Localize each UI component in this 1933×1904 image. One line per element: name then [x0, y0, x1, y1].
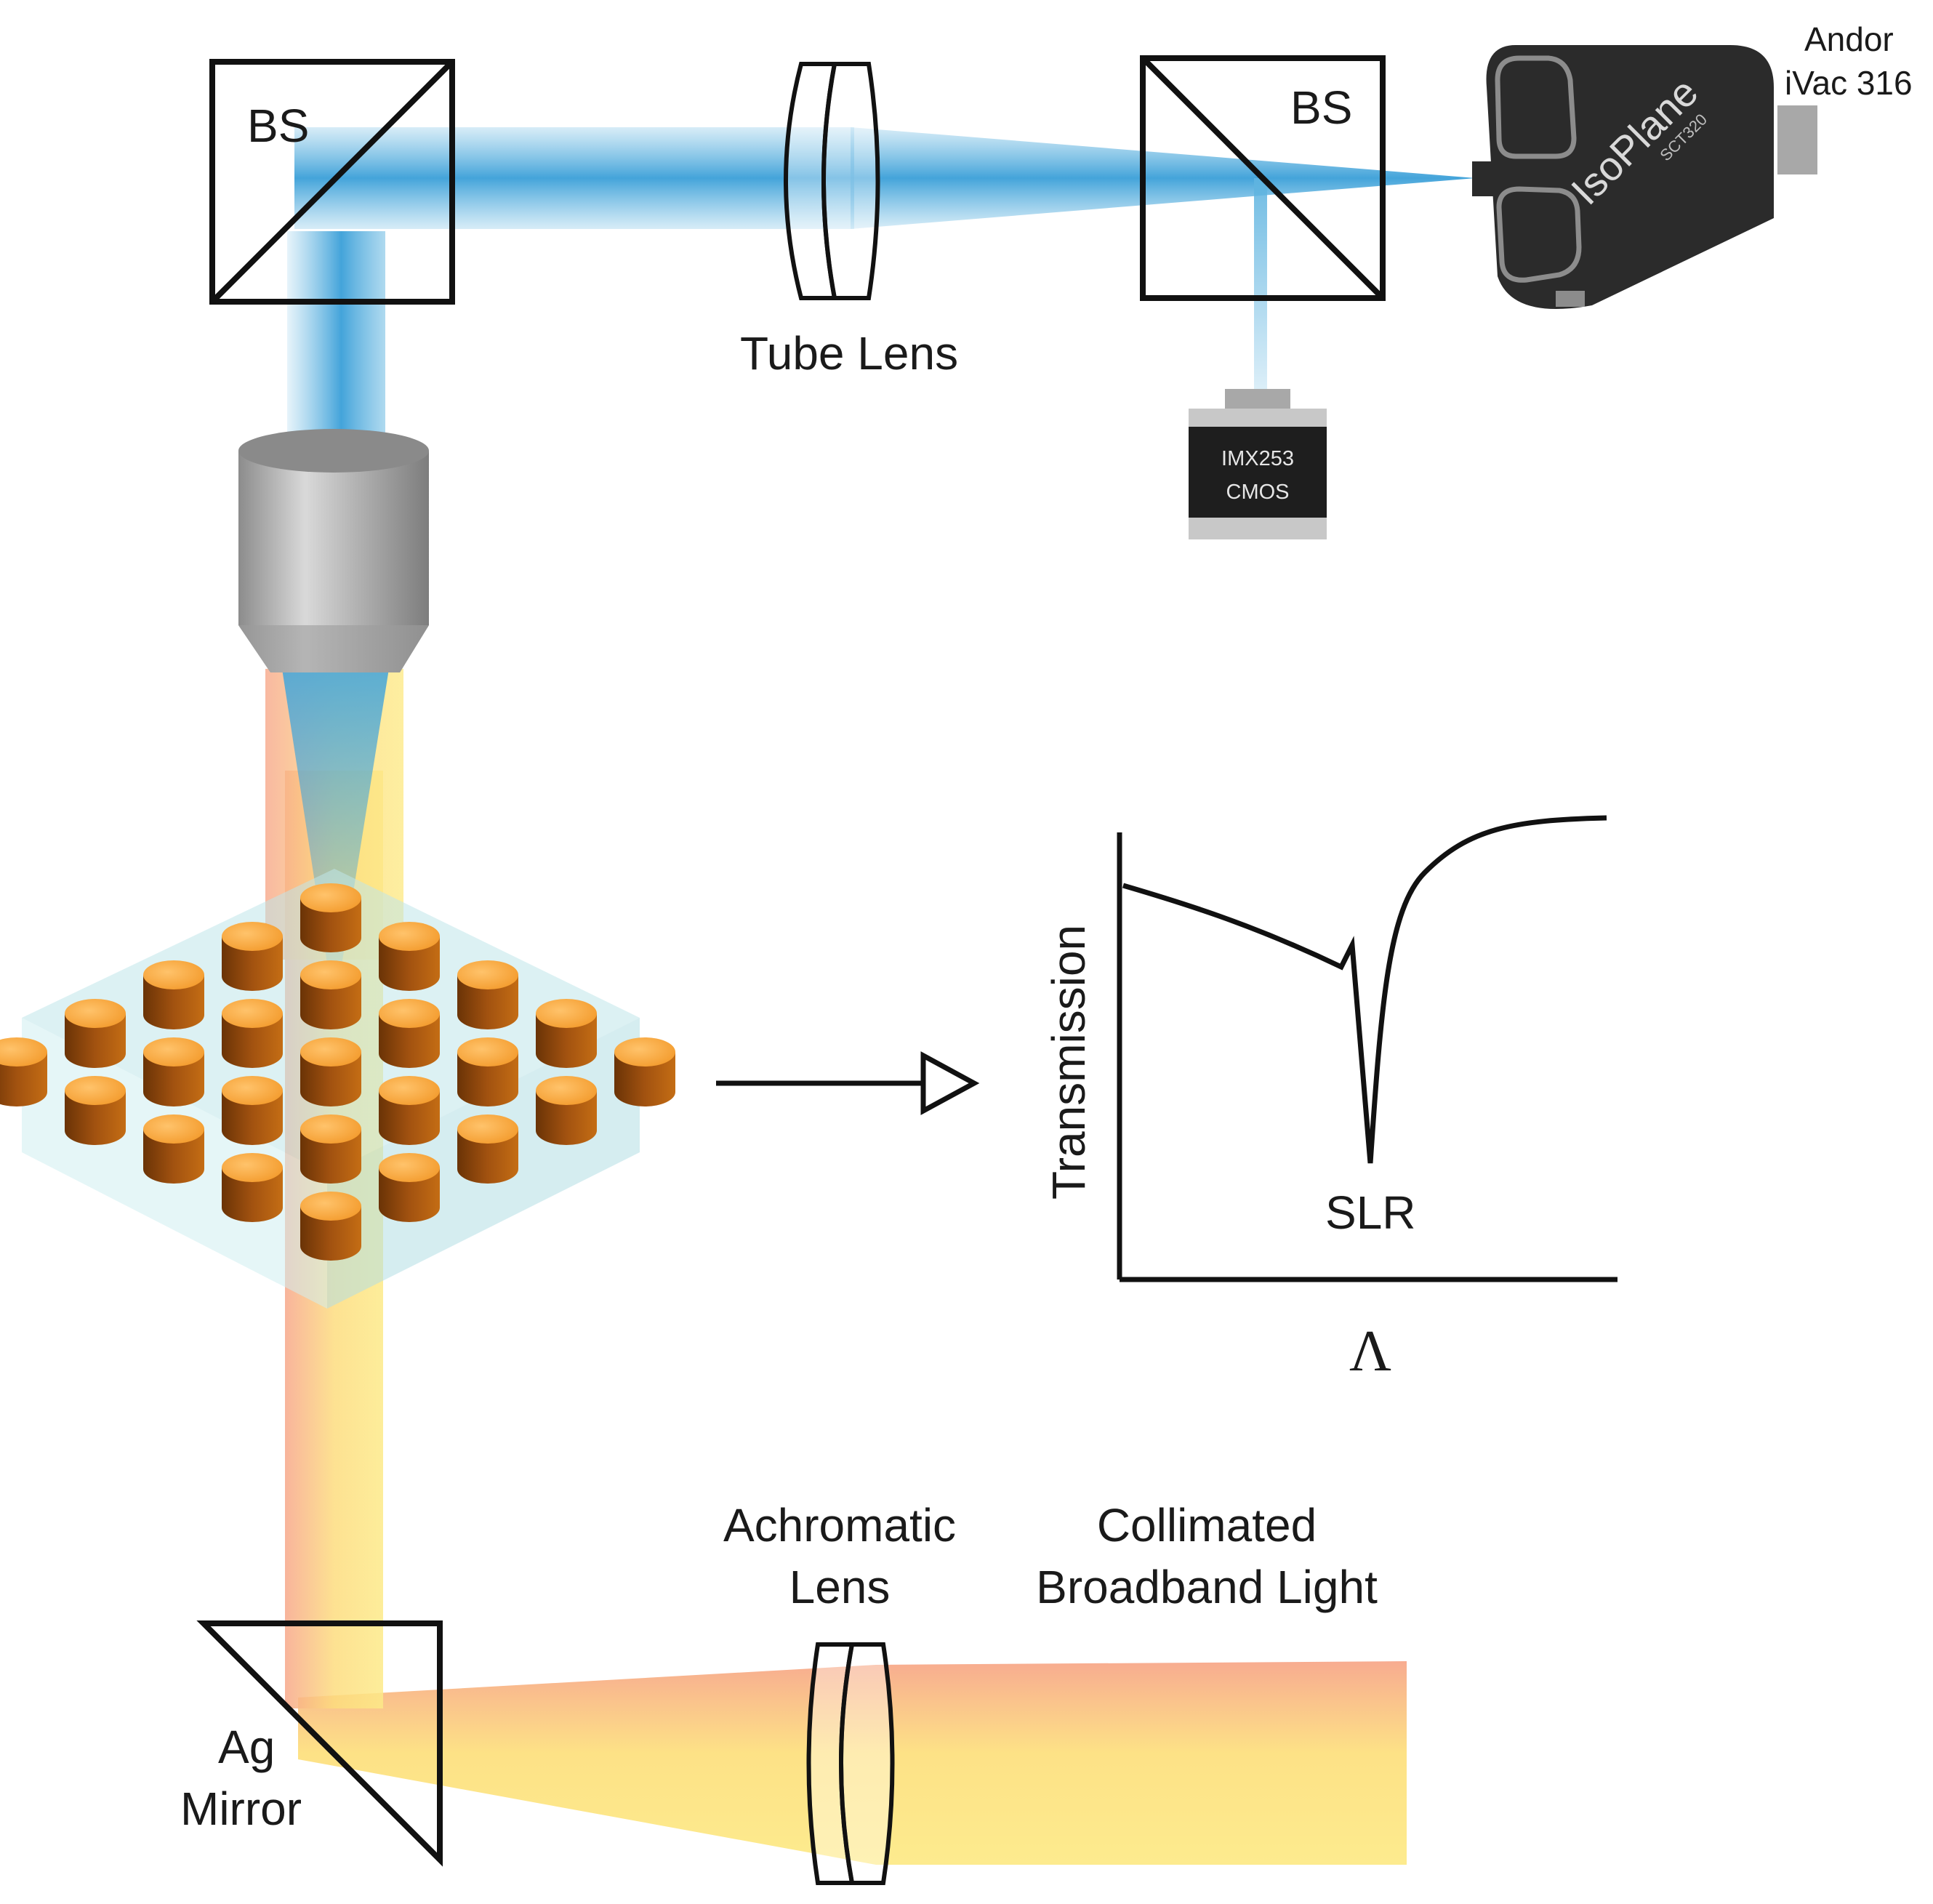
nanoparticle — [379, 922, 440, 991]
spectrometer-model-vendor-label: iVac 316 — [1785, 64, 1913, 102]
bs-right-label: BS — [1290, 81, 1352, 134]
nanoparticle — [536, 999, 597, 1068]
tube-lens: Tube Lens — [740, 62, 958, 379]
nanoparticle — [379, 1153, 440, 1222]
transmission-axis-label: Transmission — [1042, 925, 1095, 1200]
nanoparticle — [300, 1192, 361, 1261]
particle-grid — [0, 883, 675, 1261]
achromatic-lens-label-line2: Lens — [789, 1561, 891, 1613]
camera-type-label: CMOS — [1226, 481, 1290, 504]
bs-left-label: BS — [247, 100, 309, 152]
blue-beam-horizontal — [294, 127, 854, 229]
nanoparticle — [457, 1114, 518, 1184]
nanoparticle — [143, 1114, 204, 1184]
nanoparticle — [300, 960, 361, 1029]
blue-beam-to-spectrometer — [851, 127, 1476, 229]
spectrometer-vendor-label: Andor — [1804, 20, 1894, 58]
nanoparticle — [300, 883, 361, 952]
result-arrow — [716, 1051, 980, 1115]
nanoparticle — [457, 1037, 518, 1106]
transmission-spectrum: Transmission SLR Λ — [1042, 815, 1617, 1383]
nanoparticle — [379, 1076, 440, 1145]
beam-splitter-left: BS — [209, 59, 455, 305]
spectrometer: IsoPlane SCT320 Andor iVac 316 — [1472, 20, 1913, 309]
nanoparticle — [143, 960, 204, 1029]
nanoparticle — [222, 1076, 283, 1145]
mirror-label-line1: Ag — [218, 1721, 275, 1773]
blue-focus-cone — [282, 669, 389, 1011]
ag-mirror: Ag Mirror — [180, 1620, 443, 1867]
nanoparticle — [379, 999, 440, 1068]
beam-splitter-right: BS — [1140, 55, 1386, 301]
slr-label: SLR — [1325, 1186, 1416, 1239]
nanoparticle — [143, 1037, 204, 1106]
microscope-objective — [238, 429, 429, 672]
nanoparticle — [0, 1037, 47, 1106]
blue-beam-vertical — [287, 231, 385, 464]
broadband-beam-horizontal — [298, 1661, 1407, 1865]
wavelength-axis-label: Λ — [1349, 1319, 1391, 1383]
tube-lens-label: Tube Lens — [740, 327, 958, 379]
spectrum-curve — [1122, 815, 1607, 1164]
nanoparticle — [300, 1037, 361, 1106]
nanoparticle — [457, 960, 518, 1029]
nanoparticle — [222, 922, 283, 991]
mirror-label-line2: Mirror — [180, 1783, 302, 1835]
nanoparticle — [222, 1153, 283, 1222]
nanoparticle — [300, 1114, 361, 1184]
nanoparticle — [614, 1037, 675, 1106]
source-label-line1: Collimated — [1097, 1499, 1317, 1551]
nanoparticle-array-sample — [0, 869, 675, 1309]
nanoparticle — [65, 999, 126, 1068]
camera-model-label: IMX253 — [1221, 447, 1294, 470]
nanoparticle — [65, 1076, 126, 1145]
achromatic-lens: Achromatic Lens — [723, 1499, 956, 1885]
nanoparticle — [536, 1076, 597, 1145]
light-source: Collimated Broadband Light — [1036, 1499, 1378, 1613]
cmos-camera: IMX253 CMOS — [1189, 389, 1327, 539]
source-label-line2: Broadband Light — [1036, 1561, 1378, 1613]
spectrometer-port — [1777, 105, 1817, 174]
nanoparticle — [222, 999, 283, 1068]
achromatic-lens-label-line1: Achromatic — [723, 1499, 956, 1551]
blue-beam-to-camera — [1254, 178, 1267, 396]
